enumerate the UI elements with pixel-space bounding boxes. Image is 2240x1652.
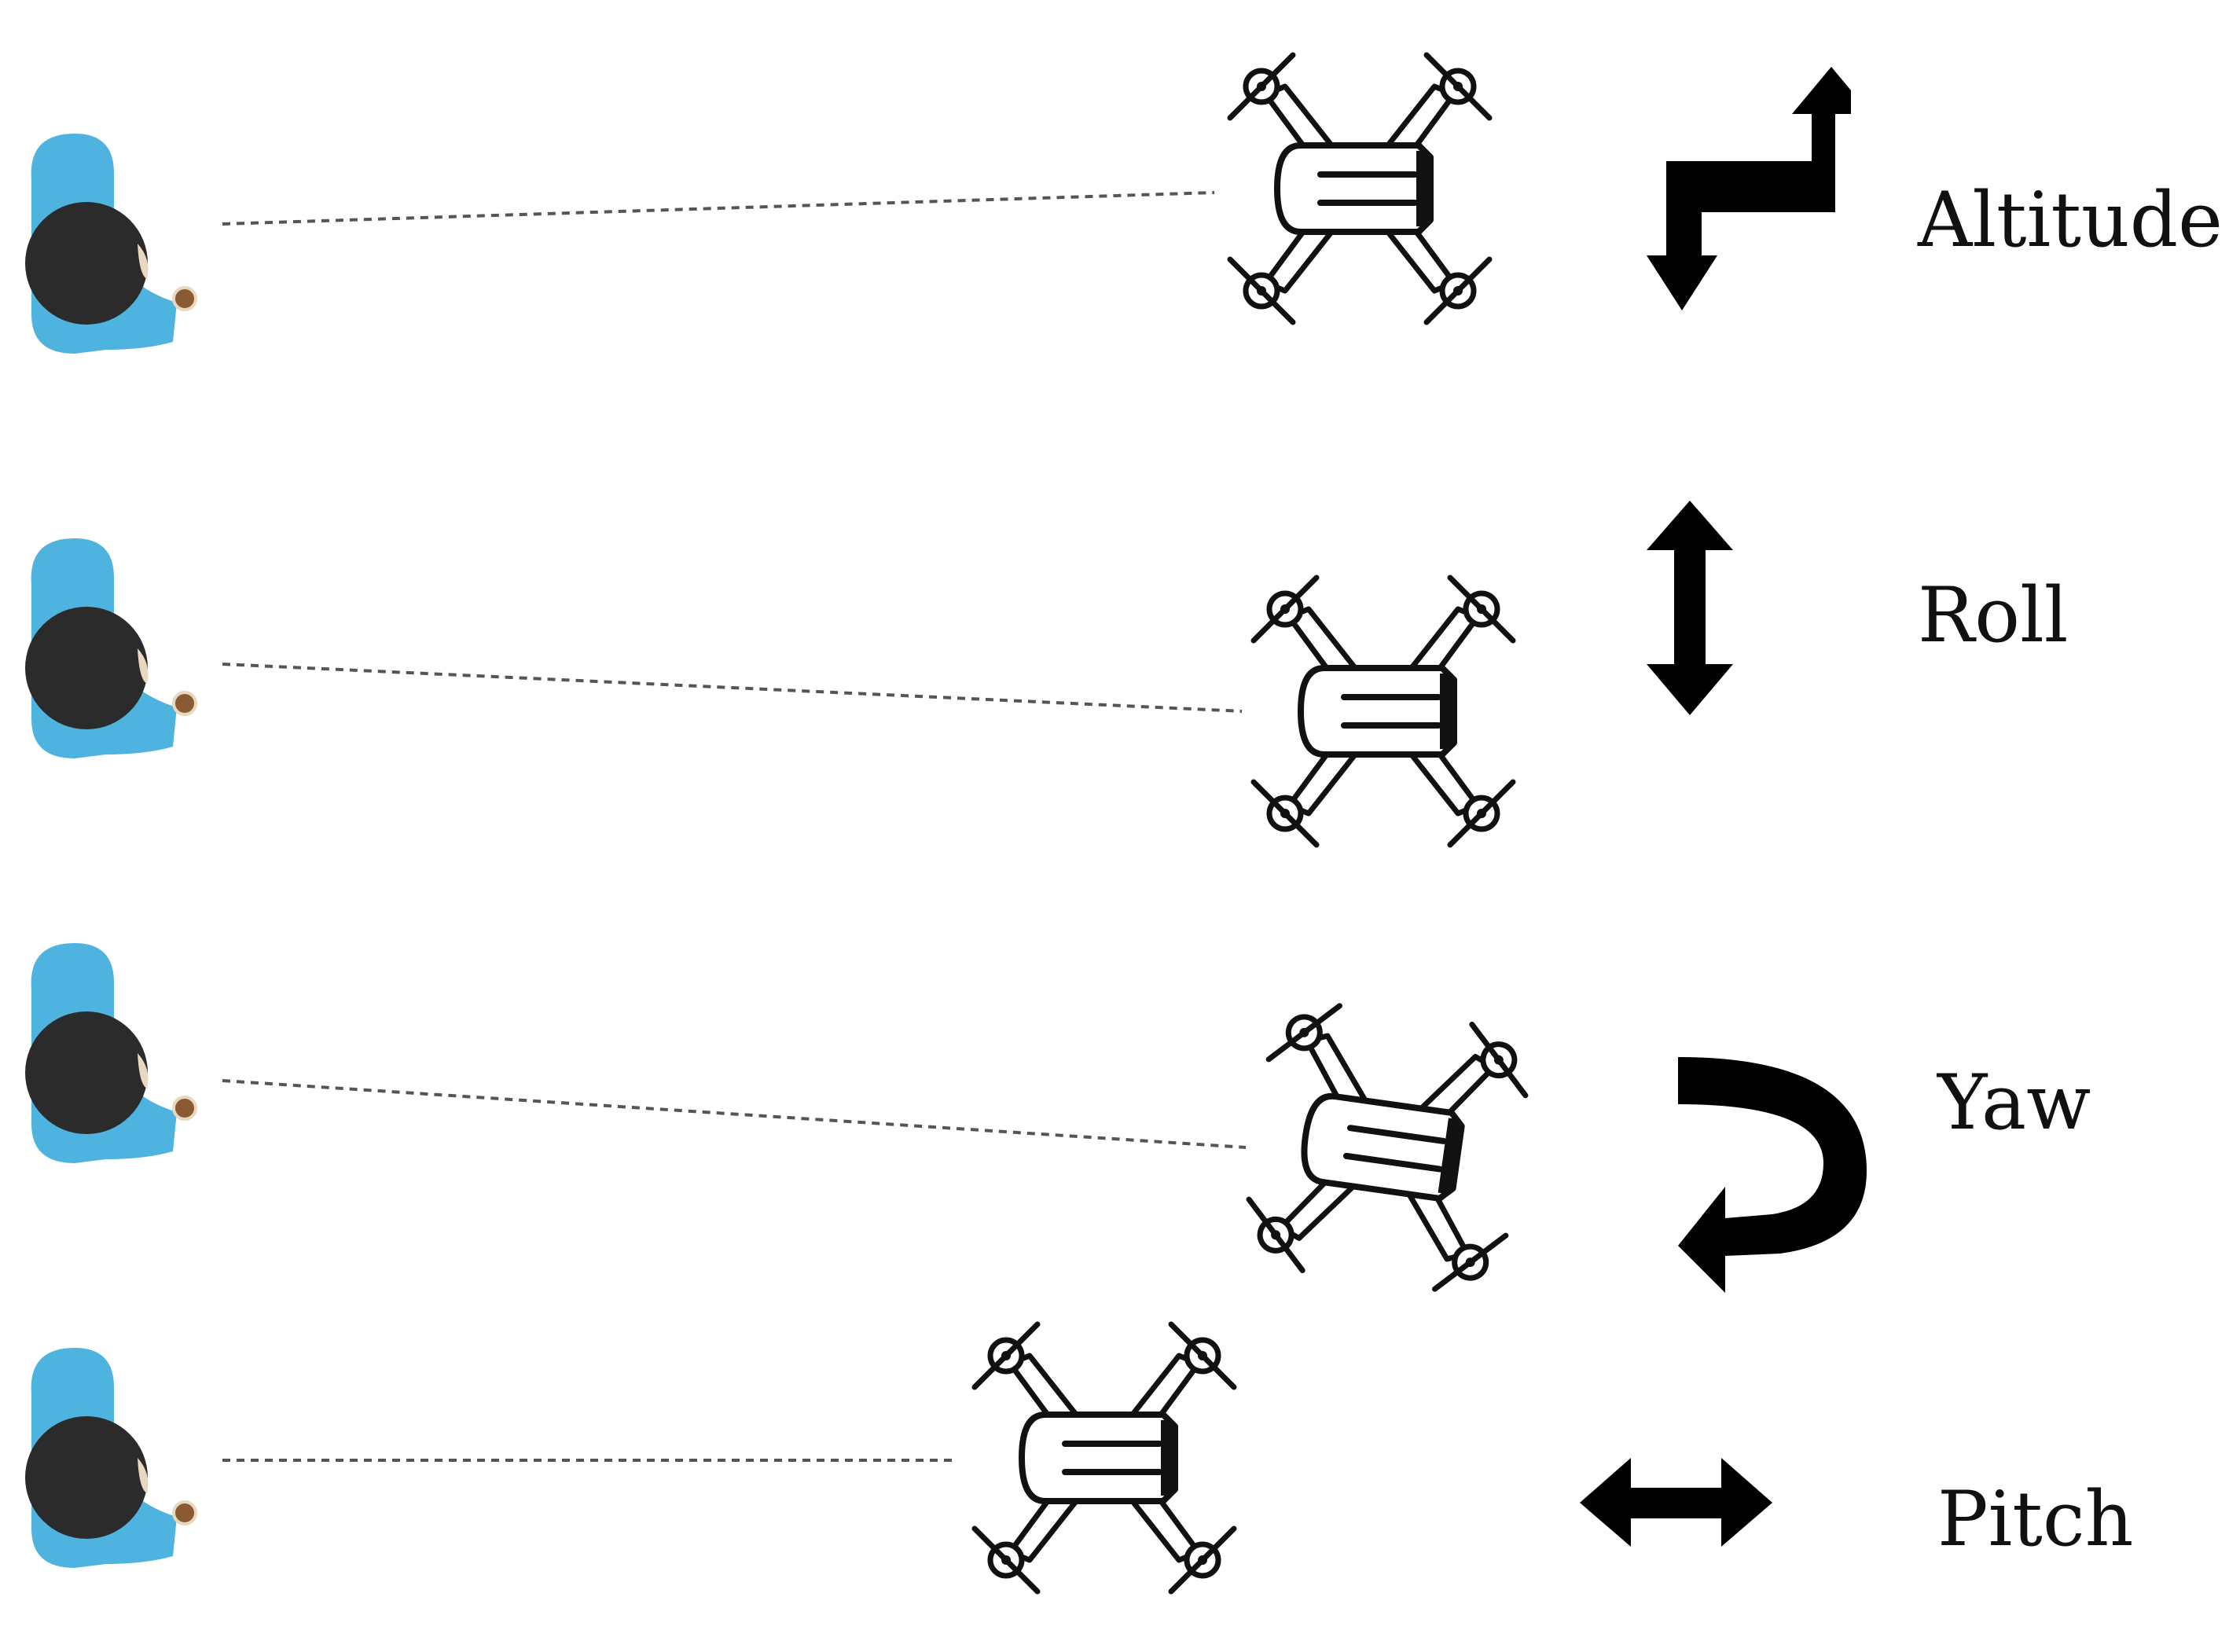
pilot-person-icon bbox=[24, 537, 197, 760]
row-roll bbox=[24, 501, 1733, 845]
label-yaw: Yaw bbox=[1937, 1059, 2091, 1147]
horizontal-double-arrow-icon bbox=[1580, 1458, 1772, 1547]
drone-icon bbox=[975, 1324, 1234, 1591]
vertical-double-arrow-icon bbox=[1647, 501, 1733, 715]
pilot-person-icon bbox=[24, 1346, 197, 1569]
label-altitude: Altitude bbox=[1918, 176, 2223, 264]
label-roll: Roll bbox=[1918, 571, 2069, 659]
label-pitch: Pitch bbox=[1937, 1475, 2134, 1563]
row-pitch bbox=[24, 1324, 1772, 1591]
drone-icon bbox=[1254, 578, 1513, 845]
pilot-person-icon bbox=[24, 132, 197, 355]
row-altitude bbox=[24, 55, 1851, 355]
row-yaw bbox=[24, 942, 1867, 1298]
pilot-person-icon bbox=[24, 942, 197, 1165]
sight-line bbox=[222, 191, 1215, 226]
drone-icon bbox=[1230, 55, 1489, 322]
drone-icon bbox=[1240, 997, 1534, 1298]
step-up-down-arrow-icon bbox=[1647, 67, 1851, 310]
curved-rotation-arrow-icon bbox=[1678, 1057, 1867, 1293]
sight-line bbox=[222, 663, 1243, 713]
sight-line bbox=[222, 1079, 1247, 1149]
